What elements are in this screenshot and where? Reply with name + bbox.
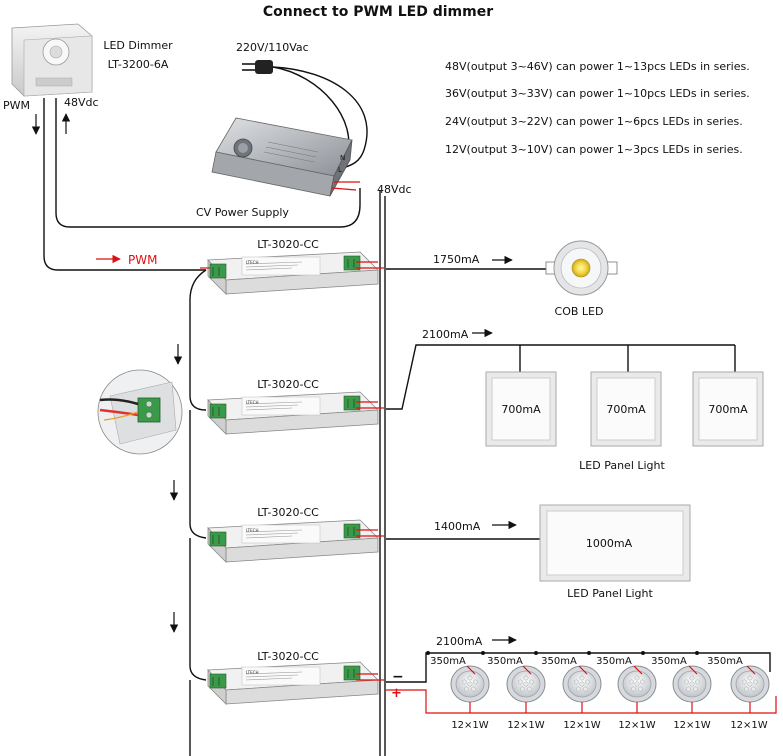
segment-current: 350mA	[651, 656, 687, 667]
driver-4	[207, 661, 379, 705]
panel-light-1	[485, 371, 557, 447]
branch-2-current: 2100mA	[422, 328, 469, 341]
panel-light-2	[590, 371, 662, 447]
lamp-rating: 12×1W	[618, 720, 655, 731]
psu-terminal-n: N	[340, 154, 345, 162]
minus-sign: −	[392, 669, 404, 685]
segment-current: 350mA	[541, 656, 577, 667]
branch-1-current: 1750mA	[433, 253, 480, 266]
driver-4-model: LT-3020-CC	[257, 650, 319, 663]
downlight-3	[562, 665, 602, 703]
pwm-signal-label: PWM	[128, 253, 157, 267]
mains-label: 220V/110Vac	[236, 41, 309, 54]
driver-brand: LTECH	[246, 528, 258, 533]
driver-2-model: LT-3020-CC	[257, 378, 319, 391]
panel-large-current: 1000mA	[586, 537, 633, 550]
lamp-rating: 12×1W	[563, 720, 600, 731]
downlight-string	[426, 651, 770, 713]
driver-brand: LTECH	[246, 260, 258, 265]
panel-1-current: 700mA	[501, 403, 541, 416]
panel-light-3	[692, 371, 764, 447]
cob-led-label: COB LED	[555, 305, 604, 318]
segment-current: 350mA	[596, 656, 632, 667]
cv-power-supply-device	[211, 117, 353, 197]
branch-3-current: 1400mA	[434, 520, 481, 533]
panel-light-label-2: LED Panel Light	[567, 587, 653, 600]
dimmer-name: LED Dimmer	[103, 39, 173, 52]
downlight-2	[506, 665, 546, 703]
note-12v: 12V(output 3~10V) can power 1~3pcs LEDs …	[445, 143, 743, 156]
segment-current: 350mA	[430, 656, 466, 667]
panel-3-current: 700mA	[708, 403, 748, 416]
lamp-rating: 12×1W	[673, 720, 710, 731]
driver-1	[207, 251, 379, 295]
psu-terminal-l: L	[338, 166, 342, 174]
driver-brand: LTECH	[246, 400, 258, 405]
segment-current: 350mA	[487, 656, 523, 667]
plus-sign: +	[391, 686, 402, 701]
note-24v: 24V(output 3~22V) can power 1~6pcs LEDs …	[445, 115, 743, 128]
note-48v: 48V(output 3~46V) can power 1~13pcs LEDs…	[445, 60, 750, 73]
psu-label: CV Power Supply	[196, 206, 289, 219]
driver-3-model: LT-3020-CC	[257, 506, 319, 519]
panel-light-large	[539, 504, 691, 582]
led-dimmer-device	[11, 23, 93, 97]
branch-4-current: 2100mA	[436, 635, 483, 648]
terminal-detail-inset	[97, 369, 183, 455]
dimmer-48vdc-label: 48Vdc	[64, 96, 99, 109]
driver-1-model: LT-3020-CC	[257, 238, 319, 251]
page-title: Connect to PWM LED dimmer	[263, 4, 493, 20]
driver-brand: LTECH	[246, 670, 258, 675]
psu-output-label: 48Vdc	[377, 183, 412, 196]
lamp-rating: 12×1W	[507, 720, 544, 731]
segment-current: 350mA	[707, 656, 743, 667]
mains-plug-icon	[242, 60, 273, 74]
cob-led-device	[545, 240, 618, 296]
note-36v: 36V(output 3~33V) can power 1~10pcs LEDs…	[445, 87, 750, 100]
lamp-rating: 12×1W	[451, 720, 488, 731]
dimmer-pwm-label: PWM	[3, 99, 30, 112]
downlight-4	[617, 665, 657, 703]
panel-light-label-1: LED Panel Light	[579, 459, 665, 472]
downlight-6	[730, 665, 770, 703]
downlight-5	[672, 665, 712, 703]
dimmer-model: LT-3200-6A	[108, 58, 169, 71]
lamp-rating: 12×1W	[730, 720, 767, 731]
downlight-1	[450, 665, 490, 703]
driver-2	[207, 391, 379, 435]
panel-2-current: 700mA	[606, 403, 646, 416]
driver-3	[207, 519, 379, 563]
